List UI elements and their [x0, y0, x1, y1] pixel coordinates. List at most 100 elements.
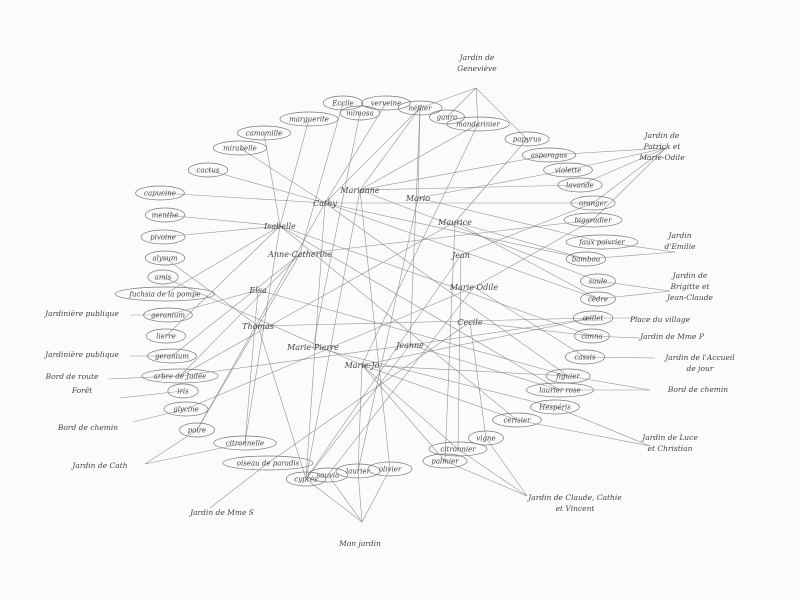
edge-cecile-paradis	[267, 321, 471, 464]
place-node-bordchemin1: Bord de chemin	[667, 385, 728, 394]
plant-ellipse	[565, 234, 639, 250]
edge-annecath-judee	[179, 253, 301, 377]
edge-mmes-paradis	[209, 462, 269, 509]
plant-node-marguerite: marguerite	[279, 111, 339, 127]
plant-node-cerisier: cerisier	[492, 412, 542, 428]
plant-node-iris: iris	[167, 383, 199, 399]
edge-elsa-figuier	[257, 289, 569, 377]
edge-isabelle-lierre	[165, 225, 281, 337]
plant-label: citronnelle	[226, 440, 264, 448]
place-label-line: Forêt	[71, 386, 93, 395]
place-label-line: Jardinière publique	[43, 309, 119, 318]
plant-ellipse	[322, 95, 364, 111]
plant-label: lierre	[156, 333, 175, 341]
edge-marianne-saule	[359, 189, 599, 282]
place-label-line: Jardin de Claude, Cathie	[526, 493, 622, 502]
person-node-maurice: Maurice	[437, 218, 472, 227]
plant-label: mimosa	[346, 110, 374, 118]
edge-emilie-bambou	[585, 251, 676, 260]
edge-bordchemin1-figuier	[567, 375, 651, 391]
plant-label: glycine	[173, 406, 198, 414]
plant-label: Hespéris	[538, 404, 571, 412]
plant-ellipse	[163, 401, 209, 417]
plant-ellipse	[145, 328, 187, 344]
plant-node-cassis: cassis	[564, 349, 606, 365]
place-node-monjardin: Mon jardin	[338, 539, 381, 548]
edge-annecath-poire	[196, 253, 301, 431]
plant-node-citronnier: citronnier	[428, 441, 488, 457]
edge-claude-citronnier	[457, 448, 528, 497]
plant-node-glycine: glycine	[163, 401, 209, 417]
plant-label: asparagus	[531, 152, 568, 160]
place-node-mmep: Jardin de Mme P	[638, 332, 705, 341]
plant-ellipse	[212, 140, 268, 156]
edge-cathy-cactus	[207, 169, 326, 204]
plant-label: iris	[177, 388, 189, 396]
plant-label: amis	[155, 274, 172, 282]
plant-label: vigne	[476, 435, 495, 443]
edge-brigitte-saule	[597, 280, 671, 292]
plant-node-eccile: Eccile	[322, 95, 364, 111]
edge-elsa-geranium1	[167, 289, 259, 316]
plant-ellipse	[422, 453, 468, 469]
edge-jeanne-cypres	[305, 344, 411, 480]
plant-label: lavande	[566, 182, 594, 190]
edge-marianne-olivier	[359, 189, 391, 470]
plant-ellipse	[580, 291, 616, 307]
place-label-line: Geneviève	[457, 64, 497, 73]
edge-cathy-figuier	[324, 202, 569, 377]
plant-label: verveine	[371, 100, 401, 108]
plant-label: cyprès	[294, 476, 318, 484]
place-label-line: Jardin de	[458, 53, 495, 62]
plant-node-amis: amis	[147, 269, 179, 285]
edge-jean-cypres	[305, 254, 462, 480]
edge-maurice-bambou	[454, 221, 587, 260]
plant-label: cèdre	[588, 296, 608, 304]
plant-node-neflier: néflier	[397, 100, 443, 116]
edge-cathy-cedre	[324, 202, 599, 300]
place-label-line: Jardin de l'Accueil	[663, 353, 735, 362]
plant-ellipse	[570, 195, 616, 211]
edge-isabelle-citronnelle	[244, 225, 281, 444]
edge-bordroute-judee	[107, 375, 181, 380]
plant-ellipse	[187, 162, 229, 178]
edge-mariejo-cerisier	[361, 364, 518, 421]
plant-ellipse	[147, 348, 197, 364]
edge-isabelle-pompe	[164, 225, 281, 295]
plant-node-camomille: camomille	[236, 125, 292, 141]
place-label-line: Place du village	[629, 315, 691, 324]
person-node-annecath: Anne-Catherine	[267, 250, 332, 259]
plant-label: geranium	[151, 312, 185, 320]
plant-ellipse	[179, 422, 215, 438]
plant-node-gaura: gaura	[429, 109, 465, 125]
plant-ellipse	[565, 251, 607, 267]
person-node-mariejo: Marie-Jo	[344, 361, 380, 370]
person-node-cathy: Cathy	[313, 199, 337, 208]
edge-thomas-oeillet	[257, 317, 594, 327]
edge-cathy-cypres	[305, 202, 326, 480]
plant-label: œillet	[583, 315, 604, 323]
plant-label: capucine	[144, 190, 176, 198]
edge-mariejo-citronnier	[361, 364, 459, 450]
person-node-thomas: Thomas	[242, 322, 274, 331]
place-label-line: Bord de chemin	[57, 423, 118, 432]
plant-ellipse	[144, 250, 186, 266]
edge-patrick-violette	[567, 147, 667, 171]
edge-cathy-capucine	[159, 192, 326, 204]
plant-node-geranium2: geranium	[147, 348, 197, 364]
plant-ellipse	[543, 162, 593, 178]
person-node-cecile: Cecile	[457, 318, 482, 327]
plant-label: papyrus	[513, 136, 542, 144]
plant-node-mimosa: mimosa	[339, 105, 381, 121]
edge-cath-citronnelle	[144, 442, 246, 465]
plant-ellipse	[307, 467, 349, 483]
place-label-line: de jour	[687, 364, 714, 373]
edge-maurice-cedre	[454, 221, 599, 300]
plant-label: arbre de Judée	[154, 373, 207, 381]
plant-ellipse	[530, 399, 580, 415]
